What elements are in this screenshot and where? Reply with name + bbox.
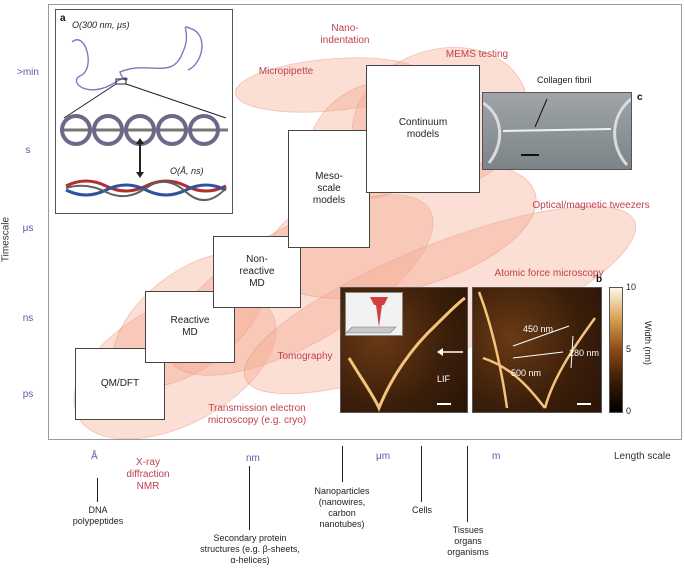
colorbar-tick-0: 0	[626, 406, 632, 416]
model-continuum: Continuum models	[366, 65, 480, 193]
label-micropipette: Micropipette	[258, 66, 314, 77]
y-tick-us: μs	[22, 223, 34, 234]
x-tick-nm: nm	[246, 453, 260, 464]
panel-a-top-label: O(300 nm, μs)	[72, 20, 130, 30]
panel-a: a O(300 nm, μs) O(Å, ns)	[55, 9, 233, 214]
afm-tip-icon	[345, 292, 403, 336]
panel-a-bottom-label: O(Å, ns)	[170, 166, 204, 176]
y-tick-ps: ps	[22, 389, 34, 400]
label-afm: Atomic force microscopy	[494, 268, 604, 279]
afm-fibril-right	[477, 291, 597, 409]
scale-item-tissues: Tissues organs organisms	[447, 525, 489, 557]
afm-fibril-left	[347, 296, 466, 412]
label-280nm: 280 nm	[569, 348, 600, 358]
panel-c: Collagen fibril	[482, 75, 632, 170]
arrow-left-icon	[437, 348, 463, 356]
scale-item-secondary: Secondary protein structures (e.g. β-she…	[200, 533, 300, 565]
y-tick-s: s	[25, 145, 31, 156]
line-dna	[97, 478, 98, 502]
label-mems: MEMS testing	[445, 49, 509, 60]
model-nonreactive-md: Non- reactive MD	[213, 236, 301, 308]
afm-image-left: LIF	[340, 287, 468, 413]
panel-b-letter: b	[596, 274, 603, 285]
scale-item-nano: Nanoparticles (nanowires, carbon nanotub…	[314, 486, 370, 529]
label-tem: Transmission electron microscopy (e.g. c…	[207, 403, 307, 426]
x-tick-um: μm	[376, 451, 391, 462]
y-axis-title: Timescale	[0, 216, 12, 263]
y-tick-min: >min	[17, 67, 39, 78]
afm-image-right: 450 nm 280 nm 500 nm	[472, 287, 602, 413]
fibril-image	[483, 97, 631, 167]
colorbar-tick-10: 10	[626, 282, 637, 292]
label-xray: X-ray diffraction NMR	[126, 457, 170, 492]
panel-c-label: Collagen fibril	[537, 75, 592, 85]
label-500nm: 500 nm	[511, 368, 542, 378]
width-colorbar	[609, 287, 623, 413]
label-450nm: 450 nm	[523, 324, 554, 334]
plot-frame	[48, 4, 682, 440]
colorbar-tick-5: 5	[626, 344, 632, 354]
label-lif: LIF	[437, 374, 451, 384]
x-tick-angstrom: Å	[91, 451, 98, 462]
label-nanoindentation: Nano- indentation	[320, 23, 370, 46]
scale-item-dna: DNA polypeptides	[72, 505, 124, 526]
panel-c-letter: c	[637, 92, 643, 103]
line-tissues	[467, 446, 468, 522]
label-tweezers: Optical/magnetic tweezers	[532, 200, 650, 211]
colorbar-title: Width (nm)	[643, 320, 653, 365]
protein-illustration	[60, 26, 228, 201]
line-nano	[342, 446, 343, 482]
x-tick-m: m	[492, 451, 501, 462]
line-cells	[421, 446, 422, 502]
panel-a-letter: a	[60, 13, 66, 24]
line-secondary	[249, 466, 250, 530]
label-tomography: Tomography	[277, 351, 333, 362]
x-axis-title: Length scale	[614, 451, 671, 462]
y-tick-ns: ns	[22, 313, 34, 324]
scale-item-cells: Cells	[411, 505, 432, 515]
model-mesoscale: Meso- scale models	[288, 130, 370, 248]
